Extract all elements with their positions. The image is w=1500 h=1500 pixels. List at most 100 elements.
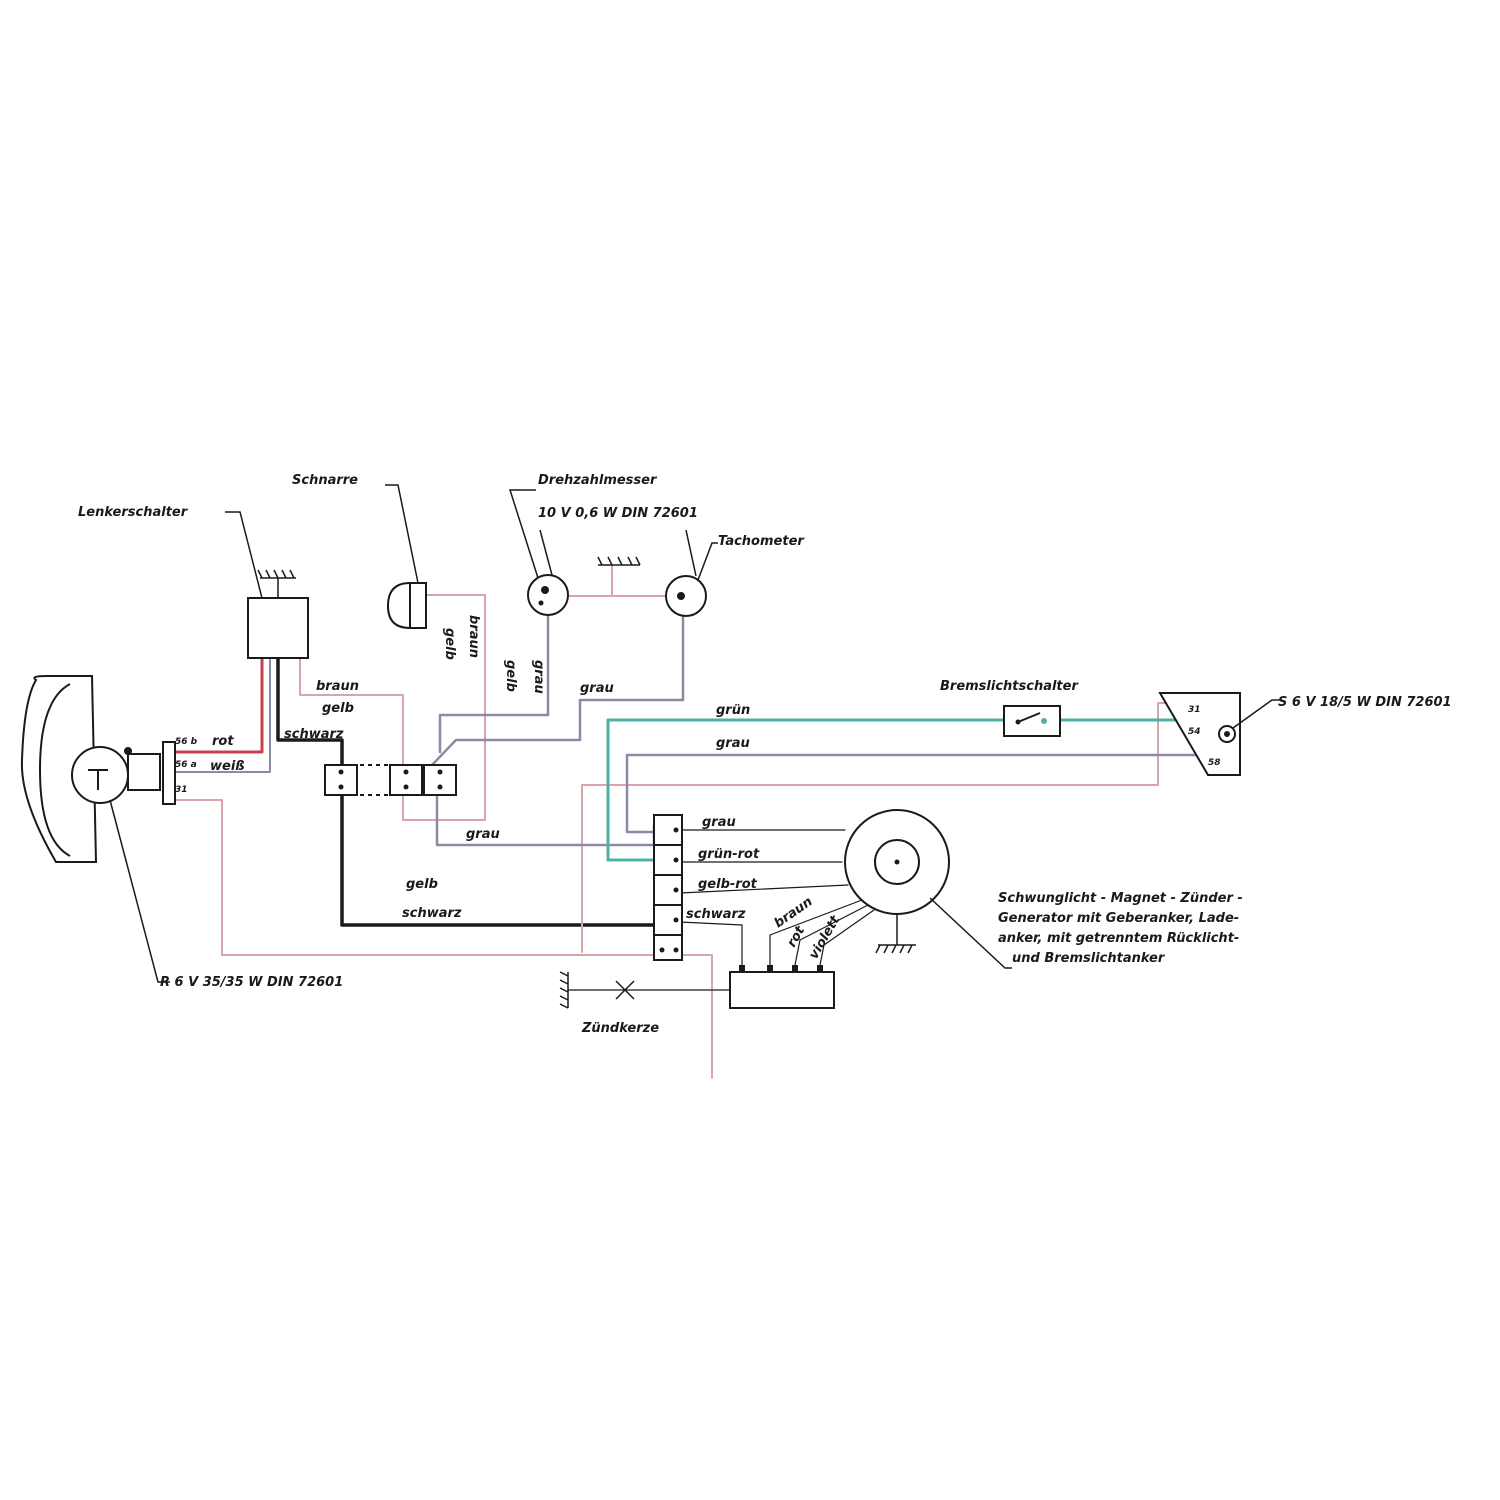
wire-label-gen-grau: grau — [702, 815, 736, 830]
wire-label-gelb-low: gelb — [406, 877, 438, 892]
wire-label-gelb-top: gelb — [322, 701, 354, 716]
wire-gen-feeds — [679, 829, 875, 973]
wire-instrument-masse — [564, 564, 669, 597]
tachometer-gauge — [665, 575, 707, 617]
wire-label-gruen: grün — [716, 703, 750, 718]
lenkerschalter-box — [247, 597, 309, 659]
wire-label-schwarz-top: schwarz — [284, 727, 344, 742]
wire-label-grau-bottom: grau — [466, 827, 500, 842]
ruecklicht-spec: S 6 V 18/5 W DIN 72601 — [1278, 695, 1452, 710]
terminal-strip-pin — [659, 947, 665, 953]
wire-label-gelb-v1: gelb — [442, 628, 457, 660]
wire-rot — [174, 656, 264, 754]
drehzahlmesser-leader — [508, 489, 539, 579]
wire-label-gen-rot: rot — [784, 923, 808, 950]
schnarre: Schnarre — [292, 473, 427, 630]
connector-pin — [437, 769, 443, 775]
terminal-strip — [653, 814, 683, 961]
connector-pin — [338, 784, 344, 790]
bremslichtschalter-box — [1003, 705, 1061, 737]
tachometer-leader — [697, 542, 718, 581]
wire-label-braun-top: braun — [316, 679, 359, 694]
ruecklicht: 31 54 58 S 6 V 18/5 W DIN 72601 — [1158, 692, 1452, 776]
wire-grau-tacho — [430, 596, 685, 767]
terminal-strip-pin — [673, 857, 679, 863]
zuendkerze-symbol — [615, 980, 635, 1000]
ruecklicht-leader — [1232, 699, 1280, 729]
instruments: Drehzahlmesser 10 V 0,6 W DIN 72601 Tach… — [508, 473, 805, 617]
terminal-56b: 56 b — [175, 737, 198, 747]
tachometer-center — [677, 592, 685, 600]
zuendspule-terminal — [739, 965, 745, 973]
generator-label-3: anker, mit getrenntem Rücklicht- — [998, 931, 1239, 946]
wire-label-grau-v: grau — [531, 660, 546, 694]
terminal-strip-divs — [654, 844, 682, 936]
headlight-bulb — [71, 746, 129, 804]
terminal-strip-pin — [673, 827, 679, 833]
wire-label-gen-gelb-rot: gelb-rot — [698, 877, 758, 892]
ruecklicht-terminal-58: 58 — [1208, 758, 1221, 768]
wire-label-braun-v: braun — [466, 615, 481, 658]
connector-pin — [403, 784, 409, 790]
instrument-ground — [597, 556, 641, 566]
headlight-filament — [88, 769, 108, 790]
headlight-housing — [20, 675, 98, 863]
wire-labels: rot weiß schwarz braun gelb gelb braun g… — [210, 615, 844, 962]
bremslichtschalter-pin — [1041, 718, 1047, 724]
terminal-56a: 56 a — [175, 760, 197, 770]
wire-grau-drehzahl — [438, 596, 550, 754]
ruecklicht-terminal-31: 31 — [1188, 705, 1201, 715]
generator-label-1: Schwunglicht - Magnet - Zünder - — [998, 891, 1243, 906]
drehzahlmesser-spec: 10 V 0,6 W DIN 72601 — [538, 506, 698, 521]
lenkerschalter-label: Lenkerschalter — [78, 505, 189, 520]
wire-braun-top — [299, 594, 486, 821]
terminal-31: 31 — [175, 785, 188, 795]
zuendspule-terminal — [817, 965, 823, 973]
schnarre-label: Schnarre — [292, 473, 358, 488]
schnarre-leader — [385, 484, 419, 584]
generator: Schwunglicht - Magnet - Zünder - Generat… — [844, 809, 1243, 969]
wires — [174, 564, 1198, 1079]
schnarre-body — [386, 581, 411, 630]
zuendspule: Zündkerze — [559, 965, 835, 1036]
headlight-socket-pin — [124, 747, 132, 755]
wire-grau-long — [625, 753, 1198, 834]
lenkerschalter: Lenkerschalter — [78, 505, 309, 659]
wire-gruen — [606, 718, 1198, 862]
wire-weiss — [175, 657, 271, 773]
bremslichtschalter: Bremslichtschalter — [940, 679, 1079, 737]
zuendkerze-ground — [559, 971, 569, 1009]
tachometer-label: Tachometer — [718, 534, 805, 549]
drehzahlmesser-center — [541, 586, 549, 594]
generator-leader — [929, 897, 1012, 969]
wire-label-grau-mid: grau — [580, 681, 614, 696]
wire-label-schwarz-low: schwarz — [402, 906, 462, 921]
lenkerschalter-ground — [257, 569, 296, 598]
zuendspule-terminal — [792, 965, 798, 973]
terminal-strip-box — [653, 814, 683, 961]
generator-label-2: Generator mit Geberanker, Lade- — [998, 911, 1239, 926]
headlight-terminal-block — [162, 741, 176, 805]
wire-label-gen-schwarz: schwarz — [686, 907, 746, 922]
wire-label-gen-gruen-rot: grün-rot — [698, 847, 760, 862]
connector-pin — [437, 784, 443, 790]
ruecklicht-bulb-center — [1224, 731, 1230, 737]
drehzahlmesser-spec-leader — [539, 529, 697, 577]
generator-label-4: und Bremslichtanker — [1012, 951, 1166, 966]
wire-schwarz — [276, 656, 656, 927]
headlight-leader — [109, 799, 170, 983]
bremslichtschalter-pin — [1015, 719, 1021, 725]
headlight: 56 b 56 a 31 R 6 V 35/35 W DIN 72601 — [20, 675, 343, 990]
connector-block — [324, 764, 457, 796]
scheinwerfer-spec: R 6 V 35/35 W DIN 72601 — [160, 975, 343, 990]
bremslichtschalter-label: Bremslichtschalter — [940, 679, 1079, 694]
drehzahlmesser-label: Drehzahlmesser — [538, 473, 658, 488]
terminal-strip-pin — [673, 947, 679, 953]
zuendspule-box — [729, 971, 835, 1009]
headlight-socket — [127, 753, 161, 791]
wire-label-gelb-v2: gelb — [503, 660, 518, 692]
connector-dashes — [360, 764, 388, 796]
terminal-strip-pin — [673, 917, 679, 923]
zuendkerze-label: Zündkerze — [581, 1021, 659, 1036]
